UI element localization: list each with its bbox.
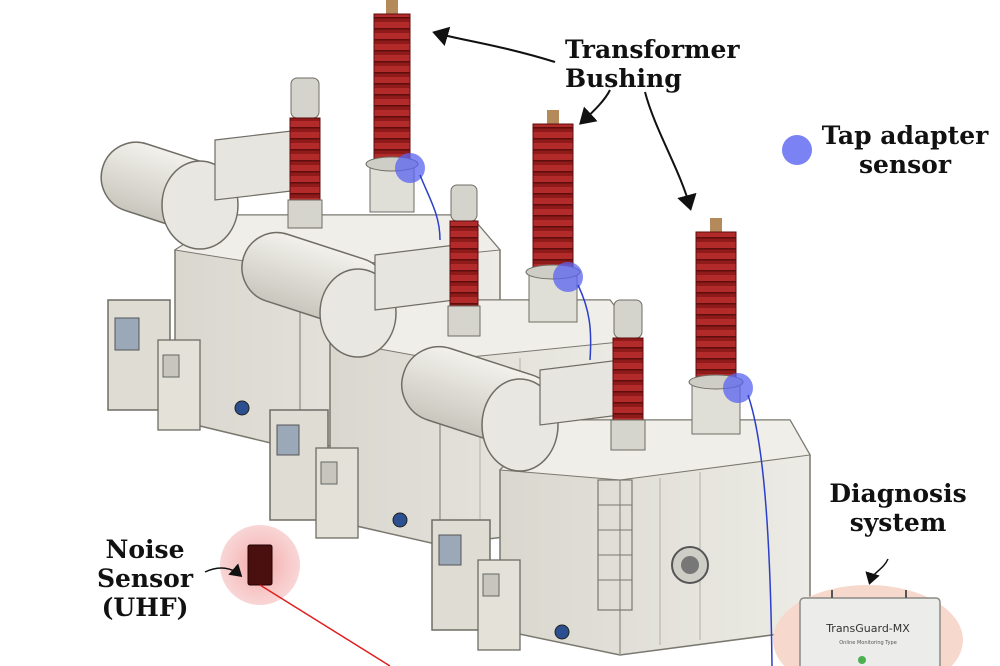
label-diagnosis-system: Diagnosis system	[829, 479, 967, 537]
noise-sensor	[204, 525, 391, 666]
label-transformer-bushing: Transformer Bushing	[565, 35, 740, 93]
transformer-unit-3	[401, 218, 811, 656]
device-subtitle: Online Monitoring Type	[839, 640, 897, 646]
bushing-arrows	[432, 26, 697, 211]
tap-sensor-1	[395, 153, 425, 183]
tap-sensor-2	[553, 262, 583, 292]
tap-sensor-3	[723, 373, 753, 403]
diagnosis-device: TransGuard-MX Online Monitoring Type	[773, 558, 963, 666]
label-noise-sensor: Noise Sensor (UHF)	[96, 535, 194, 622]
tap-sensor-legend-dot	[782, 135, 812, 165]
label-tap-adapter-sensor: Tap adapter sensor	[821, 121, 989, 179]
device-name: TransGuard-MX	[825, 622, 910, 635]
tap-adapter-sensors	[395, 135, 812, 666]
